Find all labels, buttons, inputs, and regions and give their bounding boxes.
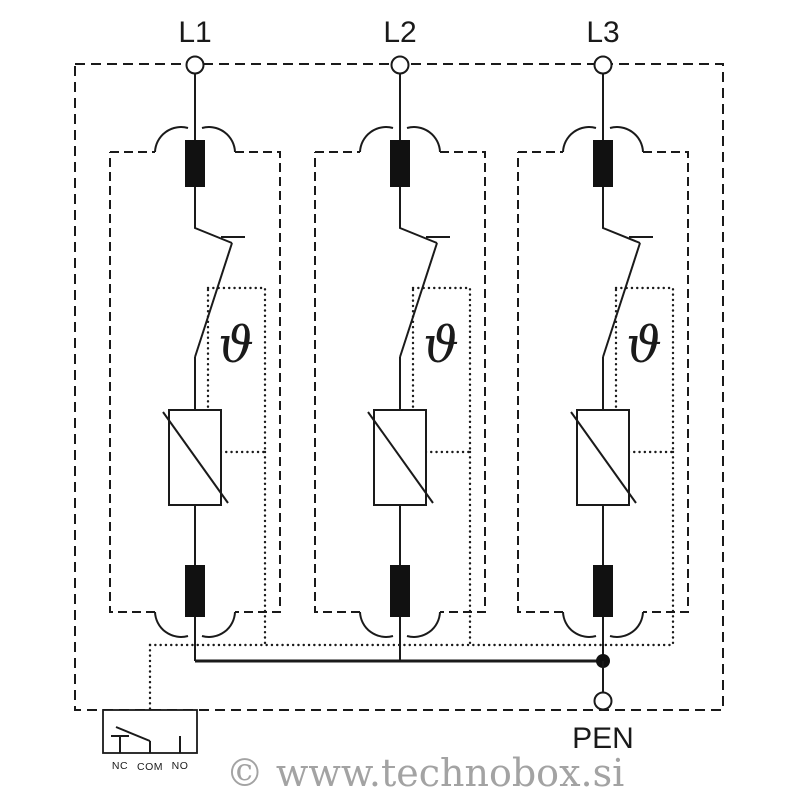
relay-label-no: NO (172, 760, 189, 772)
module-2-top-terminal (390, 140, 410, 187)
module-2-varistor-diagonal (367, 411, 434, 504)
module-1-bottom-terminal (185, 565, 205, 617)
protection-module-3: ϑ (517, 74, 689, 661)
module-3-wire-to-switch (602, 187, 641, 244)
terminal-l2 (390, 55, 410, 75)
module-1-top-socket-arcs (154, 126, 236, 153)
module-1-bottom-socket-arcs (154, 611, 236, 638)
module-2-thermal-sensor-box (411, 286, 472, 454)
module-3-disconnect-blade (602, 242, 641, 358)
pen-label: PEN (572, 722, 634, 755)
module-2-wire-to-switch (399, 187, 438, 244)
protection-module-2: ϑ (314, 74, 486, 661)
relay-label-nc: NC (112, 760, 128, 772)
module-3-thermal-sensor-box (614, 286, 675, 454)
module-2-disconnect-blade (399, 242, 438, 358)
watermark-text: © www.technobox.si (226, 751, 624, 795)
module-1-thermal-sensor-box (206, 286, 267, 454)
relay-blade (115, 726, 151, 742)
module-3-bottom-terminal (593, 565, 613, 617)
module-2-top-socket-arcs (359, 126, 441, 153)
phase-label-l1: L1 (178, 16, 211, 49)
module-1-disconnect-blade (194, 242, 233, 358)
module-1-outline (109, 151, 281, 613)
module-1-varistor-diagonal (162, 411, 229, 504)
module-3-theta-symbol: ϑ (626, 316, 662, 374)
module-1-theta-symbol: ϑ (218, 316, 254, 374)
remote-signal-contact: NC COM NO (102, 709, 198, 773)
terminal-l3 (593, 55, 613, 75)
module-3-varistor-diagonal (570, 411, 637, 504)
module-3-bottom-socket-arcs (562, 611, 644, 638)
phase-label-l2: L2 (383, 16, 416, 49)
module-2-outline (314, 151, 486, 613)
module-2-theta-symbol: ϑ (423, 316, 459, 374)
module-2-bottom-socket-arcs (359, 611, 441, 638)
pen-terminal (593, 691, 613, 711)
module-2-bottom-terminal (390, 565, 410, 617)
module-1-wire-to-switch (194, 187, 233, 244)
module-3-top-terminal (593, 140, 613, 187)
protection-module-1: ϑ (109, 74, 281, 661)
relay-terminal-stubs (119, 736, 181, 753)
terminal-l1 (185, 55, 205, 75)
module-1-top-terminal (185, 140, 205, 187)
module-3-top-socket-arcs (562, 126, 644, 153)
phase-label-l3: L3 (586, 16, 619, 49)
module-3-outline (517, 151, 689, 613)
relay-label-com: COM (137, 761, 163, 773)
